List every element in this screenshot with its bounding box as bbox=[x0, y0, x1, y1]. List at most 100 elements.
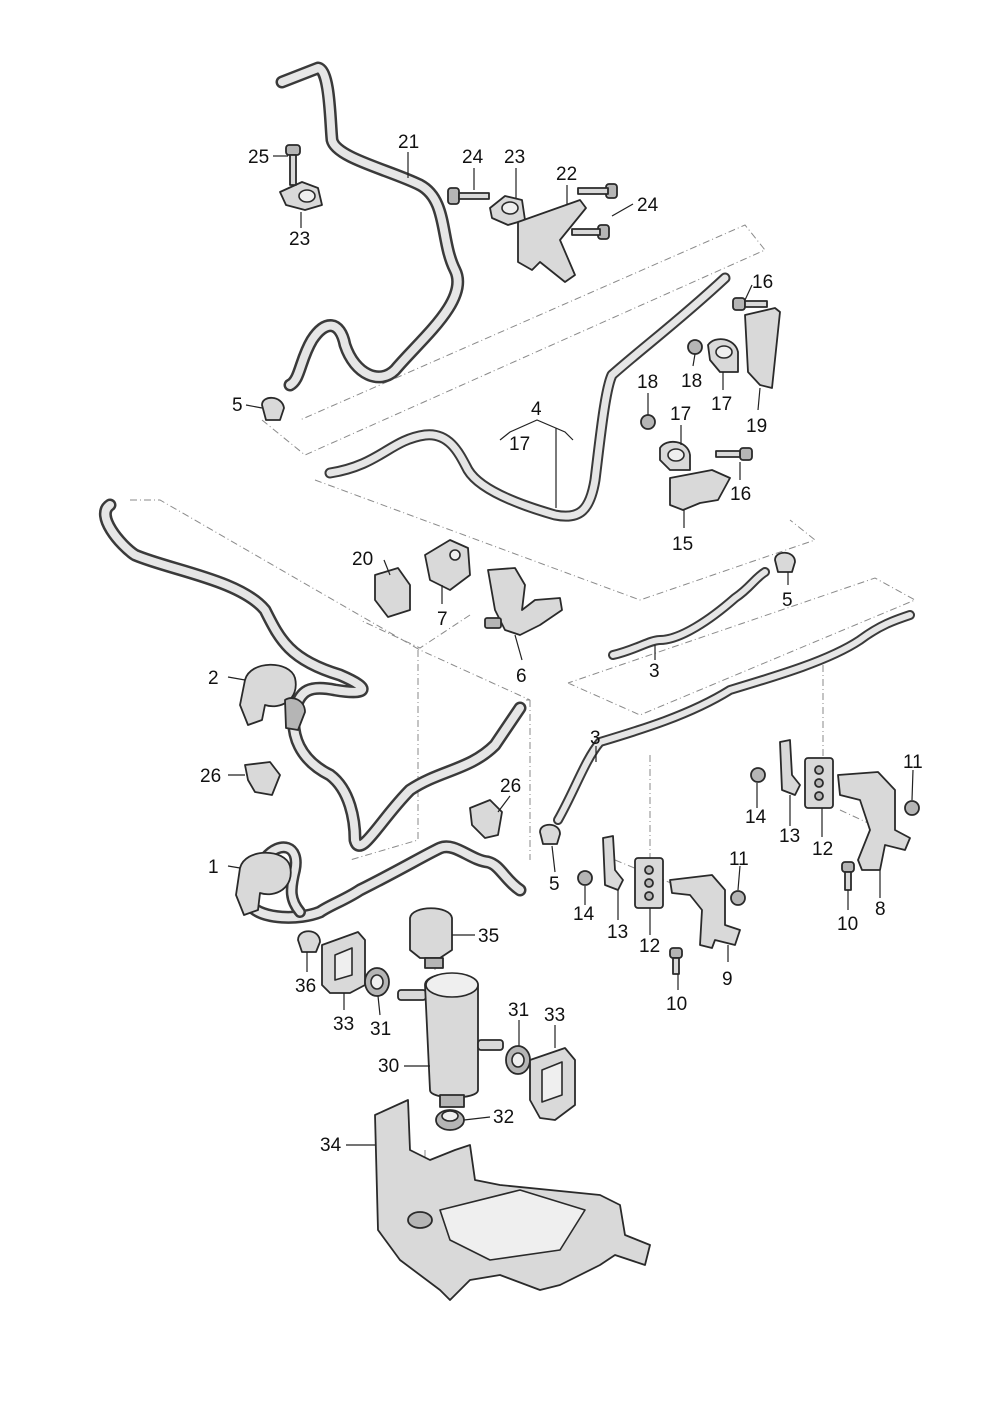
callout-35: 35 bbox=[478, 926, 499, 947]
clip-36 bbox=[297, 930, 321, 953]
callout-31: 31 bbox=[508, 1000, 529, 1021]
connector-2 bbox=[239, 663, 306, 731]
hose-3-upper bbox=[608, 567, 770, 660]
callout-10: 10 bbox=[666, 994, 687, 1015]
nut-11-left bbox=[730, 890, 746, 906]
callout-12: 12 bbox=[812, 839, 833, 860]
callout-11: 11 bbox=[729, 849, 749, 870]
callout-24: 24 bbox=[637, 195, 659, 216]
callout-17: 17 bbox=[670, 404, 691, 425]
nut-14-right bbox=[750, 767, 766, 783]
callout-16: 16 bbox=[752, 272, 773, 293]
bolts-24-right bbox=[571, 183, 618, 240]
bracket-19 bbox=[744, 307, 781, 389]
callout-8: 8 bbox=[875, 899, 886, 920]
callout-11: 11 bbox=[903, 752, 923, 773]
callout-3: 3 bbox=[649, 661, 660, 682]
callout-13: 13 bbox=[779, 826, 800, 847]
callout-labels: 21 25 24 23 22 24 23 16 5 18 18 17 19 4 … bbox=[200, 132, 923, 1156]
connector-1 bbox=[235, 851, 292, 916]
callout-21: 21 bbox=[398, 132, 419, 153]
hose-2 bbox=[98, 498, 527, 852]
bolt-24-upper bbox=[447, 187, 490, 205]
nut-18-lower bbox=[640, 414, 656, 430]
bracket-34 bbox=[374, 1099, 651, 1301]
clamp-23-left bbox=[279, 181, 323, 211]
callout-36: 36 bbox=[295, 976, 316, 997]
callout-13: 13 bbox=[607, 922, 628, 943]
callout-19: 19 bbox=[746, 416, 767, 437]
hose-4 bbox=[324, 272, 731, 522]
clip-5-top bbox=[261, 396, 285, 421]
callout-3: 3 bbox=[590, 728, 601, 749]
clip-5-low bbox=[539, 823, 561, 845]
callout-14: 14 bbox=[573, 904, 595, 925]
hose-1 bbox=[243, 840, 527, 924]
callout-26: 26 bbox=[200, 766, 221, 787]
callout-12: 12 bbox=[639, 936, 660, 957]
bracket-8 bbox=[837, 771, 911, 871]
callout-24: 24 bbox=[462, 147, 484, 168]
sensor-7 bbox=[424, 539, 471, 591]
callout-17: 17 bbox=[509, 434, 530, 455]
valve-6 bbox=[484, 567, 563, 636]
callout-25: 25 bbox=[248, 147, 269, 168]
block-20 bbox=[374, 567, 411, 618]
callout-16: 16 bbox=[730, 484, 751, 505]
bracket-13-left bbox=[602, 835, 624, 891]
bracket-22 bbox=[517, 199, 587, 283]
clamp-block-12-left bbox=[634, 857, 664, 909]
callout-4: 4 bbox=[531, 399, 542, 420]
callout-22: 22 bbox=[556, 164, 577, 185]
nut-14-left bbox=[577, 870, 593, 886]
leader-lines bbox=[227, 152, 914, 1146]
callout-26: 26 bbox=[500, 776, 521, 797]
callout-18: 18 bbox=[681, 371, 702, 392]
callout-30: 30 bbox=[378, 1056, 399, 1077]
clamp-17-upper bbox=[707, 338, 739, 373]
callout-32: 32 bbox=[493, 1107, 514, 1128]
clip-26-left bbox=[244, 761, 281, 796]
callout-20: 20 bbox=[352, 549, 373, 570]
callout-14: 14 bbox=[745, 807, 767, 828]
callout-1: 1 bbox=[208, 857, 219, 878]
bracket-9 bbox=[669, 874, 741, 949]
bolt-10-left bbox=[669, 947, 683, 975]
callout-17: 17 bbox=[711, 394, 732, 415]
hose-3-lower bbox=[553, 610, 915, 825]
callout-15: 15 bbox=[672, 534, 693, 555]
callout-7: 7 bbox=[437, 609, 448, 630]
callout-2: 2 bbox=[208, 668, 219, 689]
grommet-31-left bbox=[364, 967, 390, 997]
callout-34: 34 bbox=[320, 1135, 342, 1156]
bracket-13-right bbox=[779, 739, 801, 796]
bolt-10-right bbox=[841, 861, 855, 891]
clip-26-right bbox=[469, 799, 503, 839]
nut-11-right bbox=[904, 800, 920, 816]
hose-21 bbox=[275, 61, 464, 392]
callout-23: 23 bbox=[504, 147, 525, 168]
bolt-25 bbox=[285, 144, 301, 186]
clamp-block-12-right bbox=[804, 757, 834, 809]
bracket-33-right bbox=[529, 1047, 576, 1121]
callout-33: 33 bbox=[333, 1014, 354, 1035]
bracket-33-left bbox=[321, 931, 366, 994]
connector-35 bbox=[409, 907, 453, 969]
callout-18: 18 bbox=[637, 372, 658, 393]
callout-6: 6 bbox=[516, 666, 527, 687]
clip-5-mid bbox=[774, 551, 796, 573]
grommet-31-right bbox=[505, 1045, 531, 1075]
callout-5: 5 bbox=[232, 395, 243, 416]
callout-33: 33 bbox=[544, 1005, 565, 1026]
pump-30 bbox=[397, 972, 504, 1108]
callout-5: 5 bbox=[782, 590, 793, 611]
callout-5: 5 bbox=[549, 874, 560, 895]
callout-9: 9 bbox=[722, 969, 733, 990]
callout-10: 10 bbox=[837, 914, 858, 935]
clamp-17-lower bbox=[659, 440, 691, 471]
bracket-15 bbox=[669, 469, 731, 511]
callout-23: 23 bbox=[289, 229, 310, 250]
bolt-16-upper bbox=[732, 297, 768, 311]
damper-32 bbox=[435, 1109, 465, 1131]
